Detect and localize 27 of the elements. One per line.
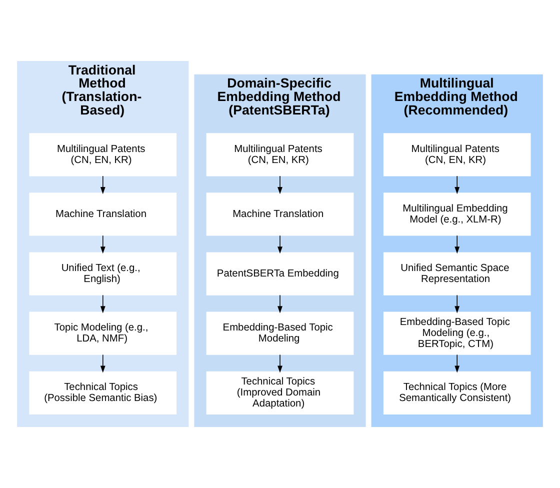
arrow [454, 294, 460, 314]
node-box: Topic Modeling (e.g., LDA, NMF) [29, 312, 177, 355]
arrow [278, 294, 282, 314]
node-box: Embedding-Based Topic Modeling (e.g., BERTopic, CTM) [383, 312, 531, 355]
node-box: Multilingual Patents (CN, EN, KR) [206, 133, 354, 176]
arrow [100, 176, 106, 194]
node-box: Multilingual Patents (CN, EN, KR) [29, 133, 177, 176]
node-box: Embedding-Based Topic Modeling [206, 312, 354, 355]
arrow [278, 176, 282, 194]
arrow [100, 235, 106, 254]
node-box: Machine Translation [29, 192, 177, 236]
node-box: PatentSBERTa Embedding [206, 252, 354, 296]
arrow [100, 294, 106, 314]
arrow [100, 354, 106, 373]
node-box: Multilingual Patents (CN, EN, KR) [383, 133, 531, 176]
arrow [454, 176, 460, 194]
node-box: Unified Text (e.g., English) [29, 252, 177, 296]
node-box: Technical Topics (More Semantically Consistent) [383, 371, 531, 414]
node-box: Multilingual Embedding Model (e.g., XLM-R) [383, 192, 531, 236]
node-box: Technical Topics (Possible Semantic Bias) [29, 371, 177, 414]
arrow [278, 354, 282, 373]
node-box: Machine Translation [206, 192, 354, 236]
arrow [454, 235, 460, 254]
arrow [454, 354, 460, 373]
node-box: Technical Topics (Improved Domain Adaptation) [206, 371, 354, 414]
arrow [278, 235, 282, 254]
node-box: Unified Semantic Space Representation [383, 252, 531, 296]
